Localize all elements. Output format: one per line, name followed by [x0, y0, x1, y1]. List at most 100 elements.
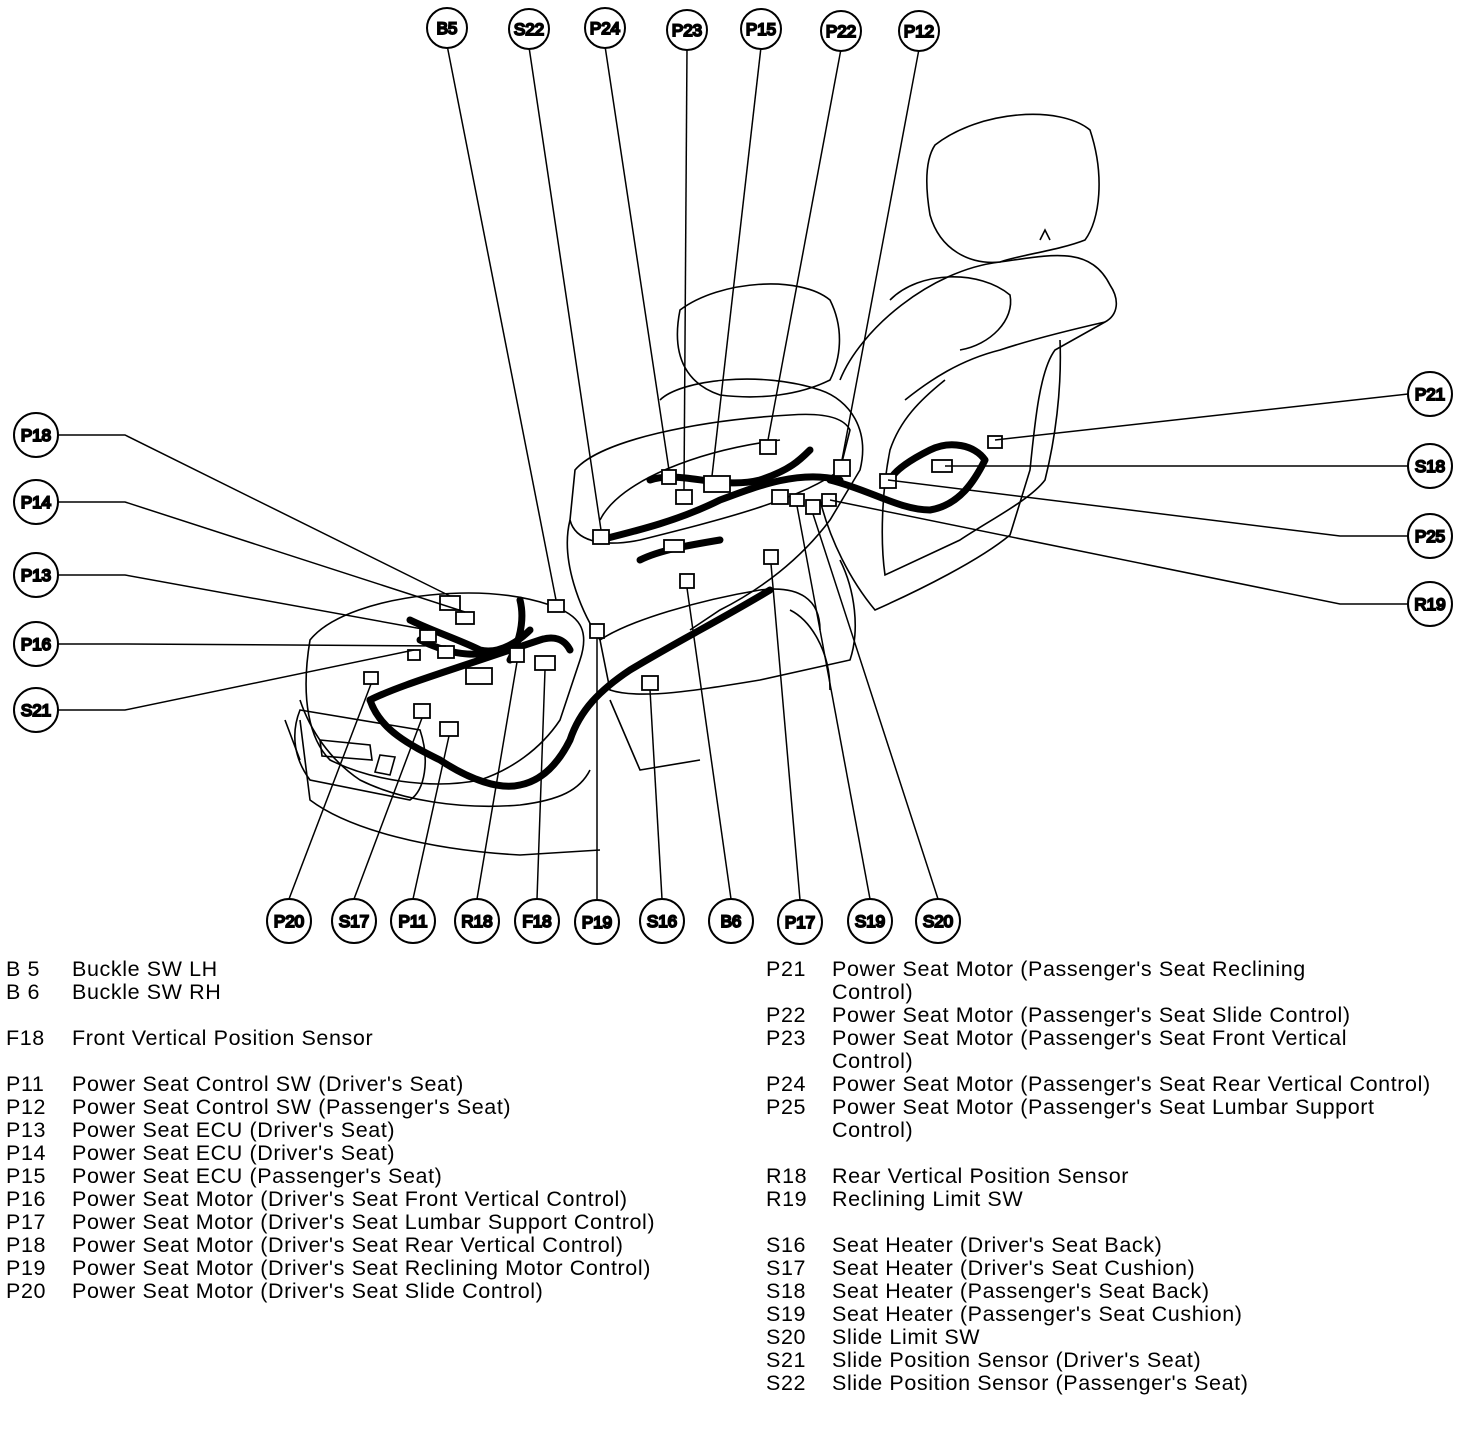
- callout-p15: P15: [740, 8, 782, 50]
- callout-label: P12: [904, 22, 934, 41]
- legend-code: S19: [766, 1302, 807, 1326]
- seat-wiring-diagram: B5 S22 P24 P23 P15 P22 P12 P18 P14 P13 P…: [13, 7, 1453, 945]
- callout-p23: P23: [666, 9, 708, 51]
- legend-desc: Power Seat Motor (Passenger's Seat Lumba…: [832, 1095, 1375, 1142]
- seat-outlines: [284, 113, 1118, 856]
- connector-p12: [833, 459, 851, 477]
- callout-label: P20: [274, 912, 304, 931]
- connector-b6: [679, 573, 695, 589]
- callout-label: P13: [21, 566, 51, 585]
- legend-code: P16: [6, 1187, 47, 1211]
- connector-f18: [534, 655, 556, 671]
- legend-gap: [6, 1004, 726, 1027]
- callout-p25: P25: [1407, 513, 1453, 559]
- legend-desc: Slide Limit SW: [832, 1325, 981, 1349]
- callout-p22: P22: [820, 10, 862, 52]
- legend-code: P14: [6, 1141, 47, 1165]
- legend-desc: Power Seat Motor (Passenger's Seat Rear …: [832, 1072, 1431, 1096]
- connector-ecu-driver: [465, 667, 493, 685]
- connectors: [363, 435, 1003, 737]
- callout-r18: R18: [454, 898, 500, 944]
- callout-label: S20: [923, 912, 953, 931]
- legend-entry: P15 Power Seat ECU (Passenger's Seat): [6, 1165, 726, 1188]
- legend-desc: Power Seat ECU (Passenger's Seat): [72, 1164, 443, 1188]
- legend-code: R18: [766, 1164, 808, 1188]
- legend-desc: Power Seat ECU (Driver's Seat): [72, 1141, 396, 1165]
- callout-label: S16: [647, 912, 677, 931]
- legend-code: P11: [6, 1072, 45, 1096]
- legend-code: S22: [766, 1371, 807, 1395]
- legend-entry: S22 Slide Position Sensor (Passenger's Se…: [766, 1372, 1466, 1395]
- legend-desc: Seat Heater (Passenger's Seat Back): [832, 1279, 1210, 1303]
- callout-p12: P12: [898, 10, 940, 52]
- callouts: B5 S22 P24 P23 P15 P22 P12 P18 P14 P13 P…: [13, 7, 1453, 945]
- legend-entry: S18 Seat Heater (Passenger's Seat Back): [766, 1280, 1466, 1303]
- legend-code: P13: [6, 1118, 47, 1142]
- legend-desc: Buckle SW LH: [72, 957, 218, 981]
- callout-label: P24: [590, 19, 620, 38]
- legend-code: B 6: [6, 980, 41, 1004]
- legend-desc: Power Seat Control SW (Passenger's Seat): [72, 1095, 512, 1119]
- legend-desc: Rear Vertical Position Sensor: [832, 1164, 1130, 1188]
- callout-s20: S20: [915, 898, 961, 944]
- connector-s19: [789, 493, 805, 507]
- legend-code: P15: [6, 1164, 47, 1188]
- legend-desc: Seat Heater (Driver's Seat Back): [832, 1233, 1163, 1257]
- connector-p15: [703, 475, 731, 493]
- callout-label: S19: [855, 912, 885, 931]
- callout-label: P16: [21, 635, 51, 654]
- connector-p20: [363, 671, 379, 685]
- callout-p19: P19: [574, 899, 620, 945]
- legend-code: P12: [6, 1095, 47, 1119]
- legend-gap: [6, 1050, 726, 1073]
- connector-r18: [509, 647, 525, 663]
- callout-label: P15: [746, 20, 776, 39]
- callout-label: P14: [21, 493, 51, 512]
- callout-label: R18: [461, 912, 492, 931]
- leader-lines: [58, 44, 1409, 901]
- legend-desc: Power Seat Control SW (Driver's Seat): [72, 1072, 464, 1096]
- legend-entry: P24 Power Seat Motor (Passenger's Seat Re…: [766, 1073, 1466, 1096]
- connector-r19: [821, 493, 837, 507]
- legend-entry: S20 Slide Limit SW: [766, 1326, 1466, 1349]
- connector-p23: [675, 489, 693, 505]
- legend-code: R19: [766, 1187, 808, 1211]
- connector-p14: [455, 611, 475, 625]
- legend-code: S21: [766, 1348, 807, 1372]
- callout-s22: S22: [508, 8, 550, 50]
- connector-p17: [763, 549, 779, 565]
- legend-entry: P13 Power Seat ECU (Driver's Seat): [6, 1119, 726, 1142]
- callout-p20: P20: [266, 898, 312, 944]
- callout-b6: B6: [708, 898, 754, 944]
- legend-desc: Power Seat Motor (Passenger's Seat Recli…: [832, 957, 1306, 1004]
- callout-p17: P17: [777, 899, 823, 945]
- callout-p18: P18: [13, 412, 59, 458]
- connector-s17: [413, 703, 431, 719]
- legend-desc: Power Seat Motor (Driver's Seat Lumbar S…: [72, 1210, 656, 1234]
- legend-desc: Slide Position Sensor (Passenger's Seat): [832, 1371, 1249, 1395]
- legend-code: P24: [766, 1072, 807, 1096]
- callout-f18: F18: [514, 898, 560, 944]
- legend-desc: Power Seat ECU (Driver's Seat): [72, 1118, 396, 1142]
- legend-desc: Power Seat Motor (Driver's Seat Slide Co…: [72, 1279, 544, 1303]
- legend-code: S20: [766, 1325, 807, 1349]
- legend-code: S18: [766, 1279, 807, 1303]
- callout-label: S18: [1415, 457, 1445, 476]
- connector-p23b: [771, 489, 789, 505]
- callout-p11: P11: [390, 898, 436, 944]
- connector-p22: [759, 439, 777, 455]
